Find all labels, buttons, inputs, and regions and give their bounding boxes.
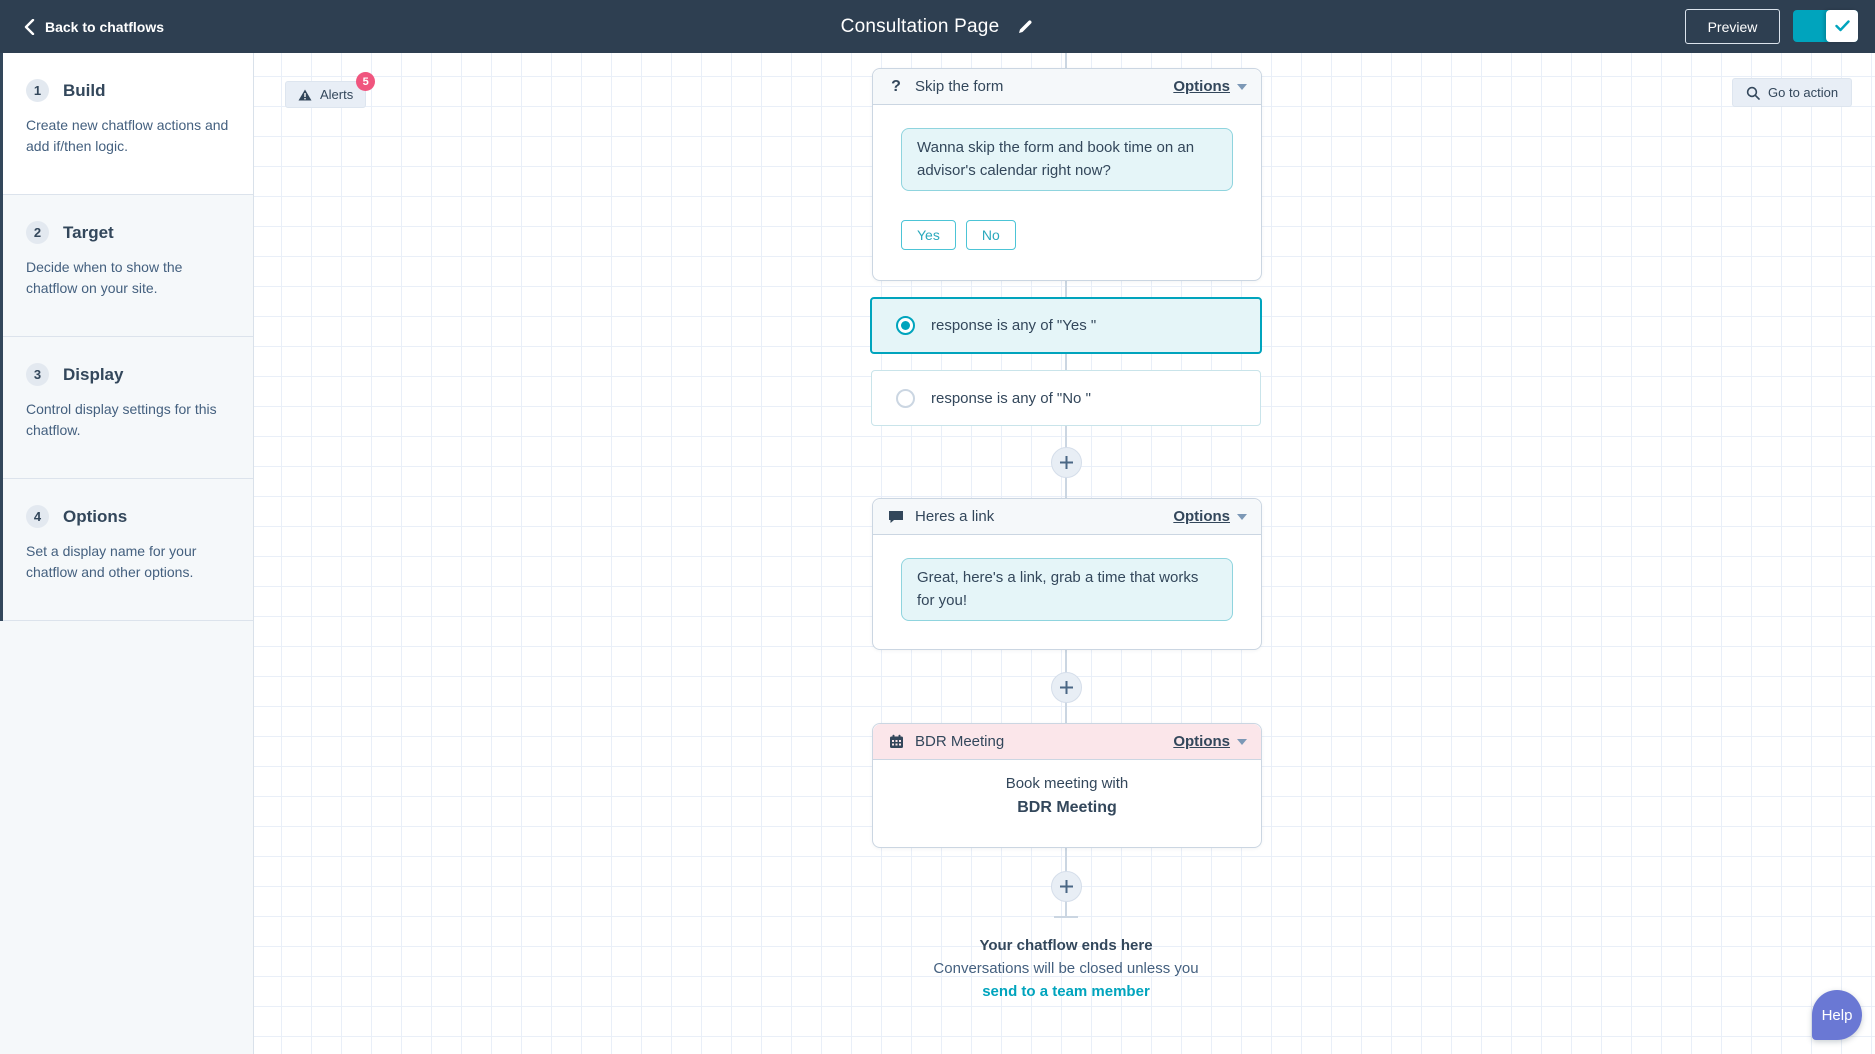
card-title: Skip the form (915, 78, 1004, 95)
branch-label: response is any of "Yes " (931, 317, 1097, 334)
sidebar-item-build[interactable]: 1 Build Create new chatflow actions and … (3, 53, 253, 195)
radio-selected-icon[interactable] (896, 316, 915, 335)
add-action-button[interactable] (1051, 672, 1082, 703)
meeting-card-body: Book meeting with BDR Meeting (873, 760, 1261, 817)
card-header: ? Skip the form Options (873, 69, 1261, 105)
options-dropdown[interactable]: Options (1173, 508, 1247, 525)
action-card-bdr-meeting[interactable]: BDR Meeting Options Book meeting with BD… (872, 723, 1262, 848)
options-dropdown[interactable]: Options (1173, 733, 1247, 750)
sidebar-item-display[interactable]: 3 Display Control display settings for t… (3, 337, 253, 479)
alerts-count-badge: 5 (356, 72, 376, 91)
branch-option-no[interactable]: response is any of "No " (871, 370, 1261, 426)
steps-sidebar: 1 Build Create new chatflow actions and … (0, 53, 254, 1054)
send-to-team-member-link[interactable]: send to a team member (982, 983, 1150, 1000)
step-number-badge: 4 (26, 505, 49, 528)
toggle-knob (1826, 10, 1858, 42)
sidebar-item-options[interactable]: 4 Options Set a display name for your ch… (3, 479, 253, 621)
action-card-skip-the-form[interactable]: ? Skip the form Options Wanna skip the f… (872, 68, 1262, 281)
chat-bubble-icon (887, 510, 905, 524)
go-to-action-label: Go to action (1768, 85, 1839, 100)
end-title: Your chatflow ends here (979, 937, 1153, 954)
meeting-text: Book meeting with (1005, 775, 1129, 792)
flow-end-message: Your chatflow ends here Conversations wi… (866, 934, 1266, 1003)
alerts-button[interactable]: Alerts 5 (285, 72, 376, 108)
step-title: Target (63, 222, 114, 242)
options-label: Options (1173, 508, 1230, 525)
go-to-action-button[interactable]: Go to action (1732, 78, 1853, 107)
step-description: Create new chatflow actions and add if/t… (26, 117, 229, 154)
step-number-badge: 1 (26, 79, 49, 102)
bot-message-bubble: Wanna skip the form and book time on an … (901, 128, 1233, 191)
options-label: Options (1173, 78, 1230, 95)
plus-icon (1059, 455, 1074, 470)
chatflow-enabled-toggle[interactable] (1793, 10, 1858, 42)
step-description: Decide when to show the chatflow on your… (26, 259, 183, 296)
sidebar-item-target[interactable]: 2 Target Decide when to show the chatflo… (3, 195, 253, 337)
calendar-icon (887, 734, 905, 749)
question-icon: ? (891, 77, 901, 95)
branch-label: response is any of "No " (931, 389, 1091, 407)
options-label: Options (1173, 733, 1230, 750)
edit-title-pencil-icon[interactable] (1017, 18, 1034, 35)
warning-icon (298, 89, 312, 101)
flow-connector-line (1065, 53, 1067, 917)
flow-end-terminator (1054, 916, 1078, 918)
steps-list: 1 Build Create new chatflow actions and … (0, 53, 253, 621)
add-action-button[interactable] (1051, 871, 1082, 902)
card-header: Heres a link Options (873, 499, 1261, 535)
plus-icon (1059, 879, 1074, 894)
preview-button[interactable]: Preview (1685, 9, 1780, 44)
meeting-name: BDR Meeting (1017, 799, 1117, 816)
card-title: Heres a link (915, 508, 995, 525)
chevron-down-icon (1237, 738, 1247, 745)
step-description: Set a display name for your chatflow and… (26, 543, 197, 580)
step-number-badge: 3 (26, 363, 49, 386)
quick-reply-no-button[interactable]: No (965, 220, 1016, 250)
search-icon (1746, 86, 1760, 100)
branch-option-yes[interactable]: response is any of "Yes " (870, 297, 1262, 354)
step-title: Build (63, 80, 106, 100)
bot-message-bubble: Great, here's a link, grab a time that w… (901, 558, 1233, 621)
chevron-left-icon (24, 18, 35, 35)
chevron-down-icon (1237, 513, 1247, 520)
back-to-chatflows-link[interactable]: Back to chatflows (24, 0, 164, 53)
card-header: BDR Meeting Options (873, 724, 1261, 760)
chevron-down-icon (1237, 83, 1247, 90)
help-button[interactable]: Help (1812, 990, 1862, 1040)
check-icon (1834, 20, 1850, 32)
end-subtitle: Conversations will be closed unless you (933, 960, 1199, 977)
back-label: Back to chatflows (45, 18, 165, 35)
alerts-label: Alerts (320, 87, 354, 102)
options-dropdown[interactable]: Options (1173, 78, 1247, 95)
step-title: Options (63, 506, 128, 526)
action-card-heres-a-link[interactable]: Heres a link Options Great, here's a lin… (872, 498, 1262, 650)
quick-replies: Yes No (901, 220, 1233, 250)
title-group: Consultation Page (0, 0, 1875, 53)
top-bar: Back to chatflows Consultation Page Prev… (0, 0, 1875, 53)
step-title: Display (63, 364, 124, 384)
add-action-button[interactable] (1051, 447, 1082, 478)
page-title: Consultation Page (840, 15, 1000, 37)
card-title: BDR Meeting (915, 733, 1005, 750)
step-description: Control display settings for this chatfl… (26, 401, 217, 438)
quick-reply-yes-button[interactable]: Yes (901, 220, 956, 250)
flow-canvas: Alerts 5 Go to action ? Skip the form Op… (254, 53, 1875, 1054)
step-number-badge: 2 (26, 221, 49, 244)
radio-unselected-icon[interactable] (896, 388, 915, 408)
plus-icon (1059, 680, 1074, 695)
